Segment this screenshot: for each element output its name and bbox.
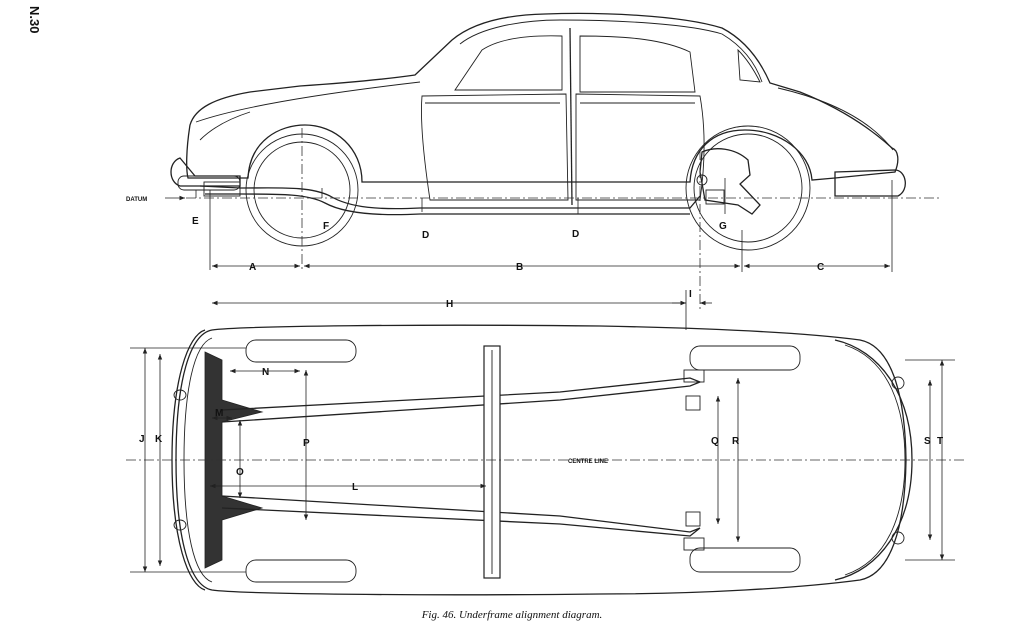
front-bumper [170,157,241,187]
label-g: G [719,221,727,232]
front-window [454,35,563,91]
label-q: Q [711,436,719,447]
label-c: C [817,262,824,273]
label-d-front: D [422,230,429,241]
chassis-side-member [199,185,701,210]
label-a: A [249,262,256,273]
label-n: N [262,367,269,378]
chassis-side-member-bottom [221,495,701,537]
label-m: M [215,408,223,419]
label-o: O [236,467,244,478]
quarter-window [737,48,761,83]
plan-front-wheel-bottom [245,559,357,583]
car-body-outline [186,12,899,183]
label-j: J [139,434,145,445]
centre-line-label: CENTRE LINE [568,459,608,465]
label-f: F [323,221,329,232]
plan-view [126,324,965,596]
label-d-rear: D [572,229,579,240]
label-b: B [516,262,523,273]
label-e: E [192,216,199,227]
rear-wheel [685,125,811,251]
rear-bumper [834,169,906,197]
label-i: I [689,289,692,300]
plan-body-outline [175,324,907,596]
label-s: S [924,436,931,447]
label-t: T [937,436,943,447]
plan-rear-wheel-top [689,345,801,371]
rear-suspension [699,148,761,215]
chassis-side-member-top [221,377,702,423]
label-l: L [352,482,358,493]
plan-rear-wheel-bottom [689,547,801,573]
label-r: R [732,436,740,447]
rear-window [579,35,696,93]
side-elevation [165,12,940,330]
plan-front-wheel-top [245,339,357,363]
rear-door [575,93,705,201]
label-p: P [303,438,310,449]
datum-label: DATUM [126,197,147,203]
label-k: K [155,434,163,445]
figure-caption: Fig. 46. Underframe alignment diagram. [421,609,603,621]
label-h: H [446,299,453,310]
front-door [421,93,569,201]
